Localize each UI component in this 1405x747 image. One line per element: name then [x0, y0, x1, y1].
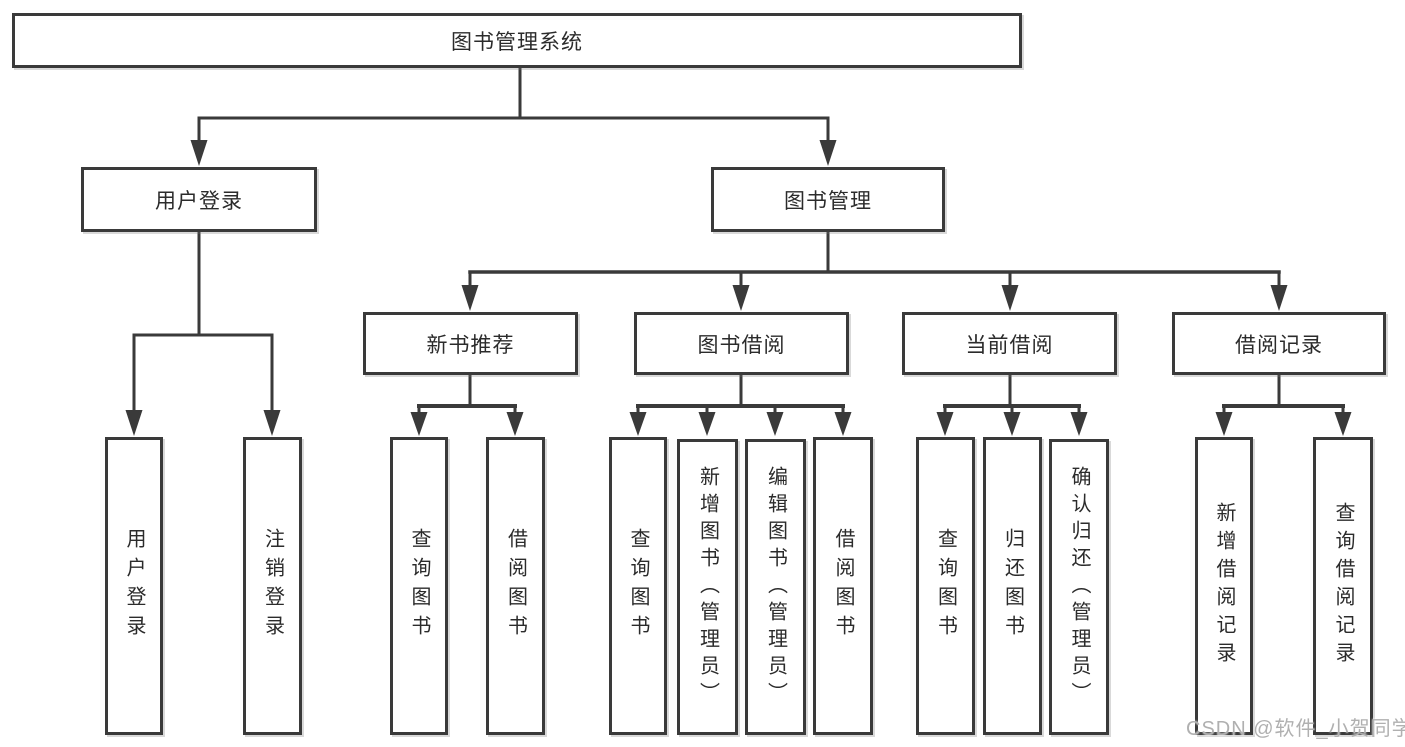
node-root-label: 图书管理系统 [451, 30, 583, 54]
node-user-login: 用户登录 [81, 167, 317, 232]
node-book-mgmt: 图书管理 [711, 167, 945, 232]
leaf-return-book: 归还图书 [983, 437, 1042, 735]
leaf-add-book-label: 新增图书（管理员） [696, 465, 719, 709]
connector-current-borrow [936, 373, 1088, 436]
watermark: CSDN @软件_小贺同学 [1186, 718, 1405, 740]
leaf-user-login: 用户登录 [105, 437, 163, 735]
node-borrow-record-label: 借阅记录 [1235, 333, 1323, 357]
node-user-login-label: 用户登录 [155, 189, 243, 213]
node-current-borrow: 当前借阅 [902, 312, 1117, 375]
leaf-borrow-book-1: 借阅图书 [486, 437, 545, 735]
connector-root [190, 66, 837, 166]
leaf-query-borrow-record-label: 查询借阅记录 [1332, 502, 1354, 670]
connector-user-login [125, 230, 281, 436]
node-new-book-rec: 新书推荐 [363, 312, 578, 375]
leaf-edit-book-label: 编辑图书（管理员） [764, 465, 787, 709]
leaf-query-book-1: 查询图书 [390, 437, 448, 735]
connector-borrow-record [1215, 373, 1352, 436]
leaf-confirm-return: 确认归还（管理员） [1049, 439, 1109, 735]
connector-new-book-rec [410, 373, 524, 436]
leaf-query-book-3-label: 查询图书 [934, 528, 957, 644]
leaf-query-book-1-label: 查询图书 [408, 528, 430, 644]
node-book-mgmt-label: 图书管理 [784, 189, 872, 213]
node-current-borrow-label: 当前借阅 [965, 333, 1054, 357]
leaf-confirm-return-label: 确认归还（管理员） [1068, 465, 1090, 709]
leaf-add-book: 新增图书（管理员） [677, 439, 738, 735]
leaf-query-borrow-record: 查询借阅记录 [1313, 437, 1373, 735]
leaf-logout-label: 注销登录 [261, 528, 284, 644]
connector-book-borrow [629, 373, 852, 436]
node-borrow-record: 借阅记录 [1172, 312, 1386, 375]
node-book-borrow: 图书借阅 [634, 312, 849, 375]
leaf-logout: 注销登录 [243, 437, 302, 735]
leaf-user-login-label: 用户登录 [123, 528, 145, 644]
leaf-add-borrow-record: 新增借阅记录 [1195, 437, 1253, 735]
leaf-query-book-3: 查询图书 [916, 437, 975, 735]
leaf-query-book-2-label: 查询图书 [627, 528, 649, 644]
leaf-query-book-2: 查询图书 [609, 437, 667, 735]
node-book-borrow-label: 图书借阅 [697, 333, 786, 357]
node-root: 图书管理系统 [12, 13, 1022, 68]
leaf-edit-book: 编辑图书（管理员） [745, 439, 806, 735]
leaf-return-book-label: 归还图书 [1001, 528, 1024, 644]
connector-book-mgmt [461, 230, 1288, 311]
leaf-add-borrow-record-label: 新增借阅记录 [1213, 502, 1235, 670]
node-new-book-rec-label: 新书推荐 [426, 333, 515, 357]
leaf-borrow-book-2: 借阅图书 [813, 437, 873, 735]
leaf-borrow-book-1-label: 借阅图书 [504, 528, 527, 644]
leaf-borrow-book-2-label: 借阅图书 [832, 528, 854, 644]
